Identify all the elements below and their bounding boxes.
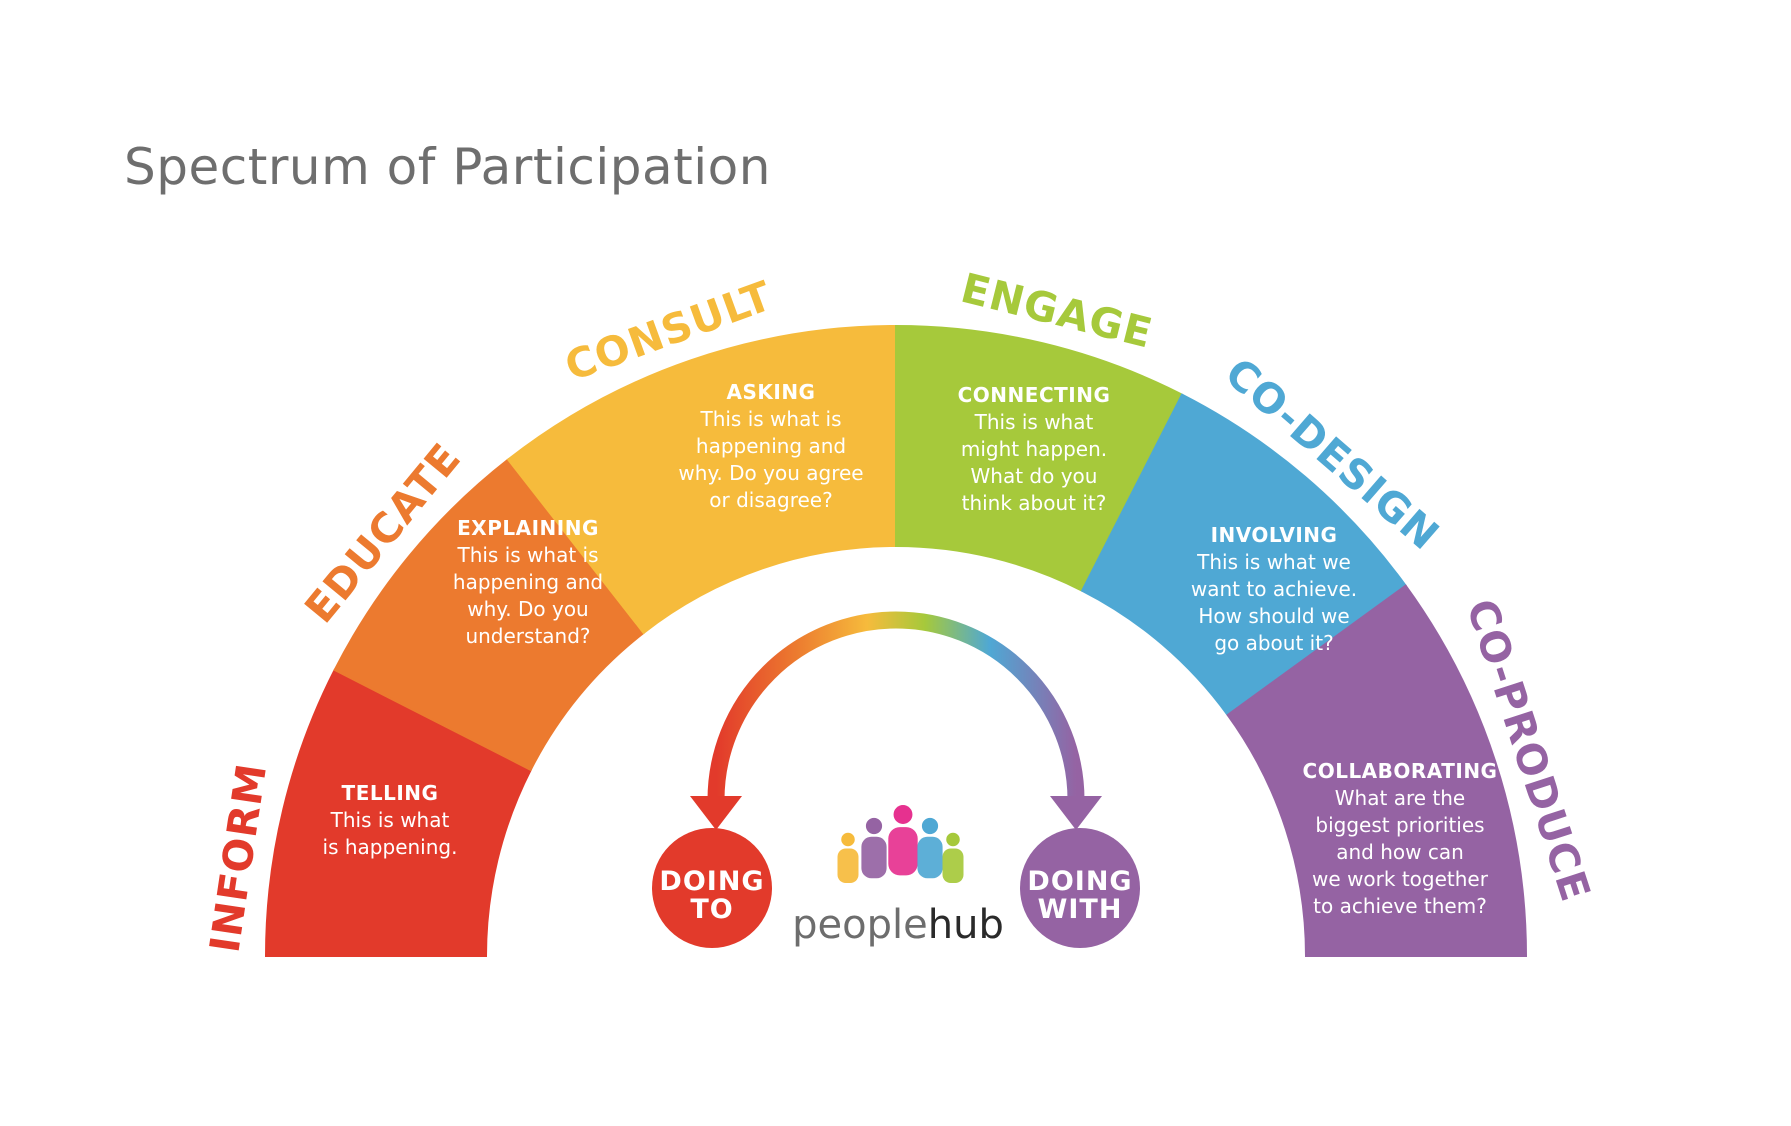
segment-line: go about it? (1214, 631, 1333, 655)
segment-line: This is what is (456, 543, 598, 567)
segment-line: This is what is (699, 407, 841, 431)
doing-with-circle (1020, 828, 1140, 948)
direction-arrow-arc (707, 611, 1085, 801)
segment-heading-consult: ASKING (727, 380, 816, 404)
segment-line: to achieve them? (1313, 894, 1487, 918)
stage-name-inform: INFORM (200, 760, 276, 956)
person-figure (837, 832, 859, 883)
segment-line: happening and (696, 434, 846, 458)
segment-line: want to achieve. (1191, 577, 1357, 601)
doing-to-line2: TO (690, 894, 733, 925)
peoplehub-logo: peoplehub (792, 805, 1004, 948)
arrow-head-right-icon (1050, 796, 1102, 830)
logo-text-hub: hub (928, 902, 1004, 948)
segment-line: think about it? (962, 491, 1107, 515)
segment-text-codesign: INVOLVING This is what we want to achieve.… (1191, 523, 1357, 655)
segment-text-coproduce: COLLABORATING What are the biggest priorit… (1303, 759, 1498, 918)
spectrum-arc (264, 324, 1528, 957)
doing-with-badge: DOING WITH (1020, 828, 1140, 948)
logo-text-people: people (792, 902, 928, 948)
arc-segment-coproduce (1226, 584, 1528, 957)
segment-line: or disagree? (709, 488, 832, 512)
doing-with-line2: WITH (1038, 894, 1123, 925)
segment-text-educate: EXPLAINING This is what is happening and wh… (453, 516, 603, 648)
segment-line: might happen. (961, 437, 1107, 461)
page-title: Spectrum of Participation (124, 138, 771, 196)
person-figure (942, 832, 964, 883)
direction-arrow (690, 611, 1102, 830)
people-group-icon (837, 805, 964, 883)
segment-heading-coproduce: COLLABORATING (1303, 759, 1498, 783)
segment-text-inform: TELLING This is what is happening. (323, 781, 458, 859)
segment-line: and how can (1336, 840, 1464, 864)
segment-line: How should we (1198, 604, 1349, 628)
segment-line: we work together (1312, 867, 1489, 891)
doing-with-line1: DOING (1027, 866, 1132, 897)
segment-line: What do you (971, 464, 1098, 488)
segment-heading-codesign: INVOLVING (1211, 523, 1338, 547)
segment-heading-educate: EXPLAINING (457, 516, 599, 540)
segment-heading-engage: CONNECTING (958, 383, 1111, 407)
segment-line: This is what (330, 808, 450, 832)
logo-wordmark: peoplehub (792, 902, 1004, 948)
segment-line: What are the (1335, 786, 1465, 810)
segment-line: biggest priorities (1315, 813, 1484, 837)
segment-line: is happening. (323, 835, 458, 859)
person-figure (861, 817, 887, 879)
person-figure (888, 805, 918, 876)
person-figure (917, 817, 943, 879)
segment-line: understand? (465, 624, 590, 648)
arrow-head-left-icon (690, 796, 742, 830)
segment-line: happening and (453, 570, 603, 594)
segment-descriptions: TELLING This is what is happening. EXPLAINI… (323, 380, 1498, 918)
segment-line: why. Do you (467, 597, 588, 621)
doing-to-circle (652, 828, 772, 948)
segment-line: why. Do you agree (678, 461, 863, 485)
segment-text-consult: ASKING This is what is happening and why. D… (678, 380, 863, 512)
doing-to-badge: DOING TO (652, 828, 772, 948)
doing-to-line1: DOING (659, 866, 764, 897)
segment-text-engage: CONNECTING This is what might happen. What … (958, 383, 1111, 515)
segment-line: This is what we (1196, 550, 1351, 574)
segment-heading-inform: TELLING (342, 781, 439, 805)
segment-line: This is what (974, 410, 1094, 434)
